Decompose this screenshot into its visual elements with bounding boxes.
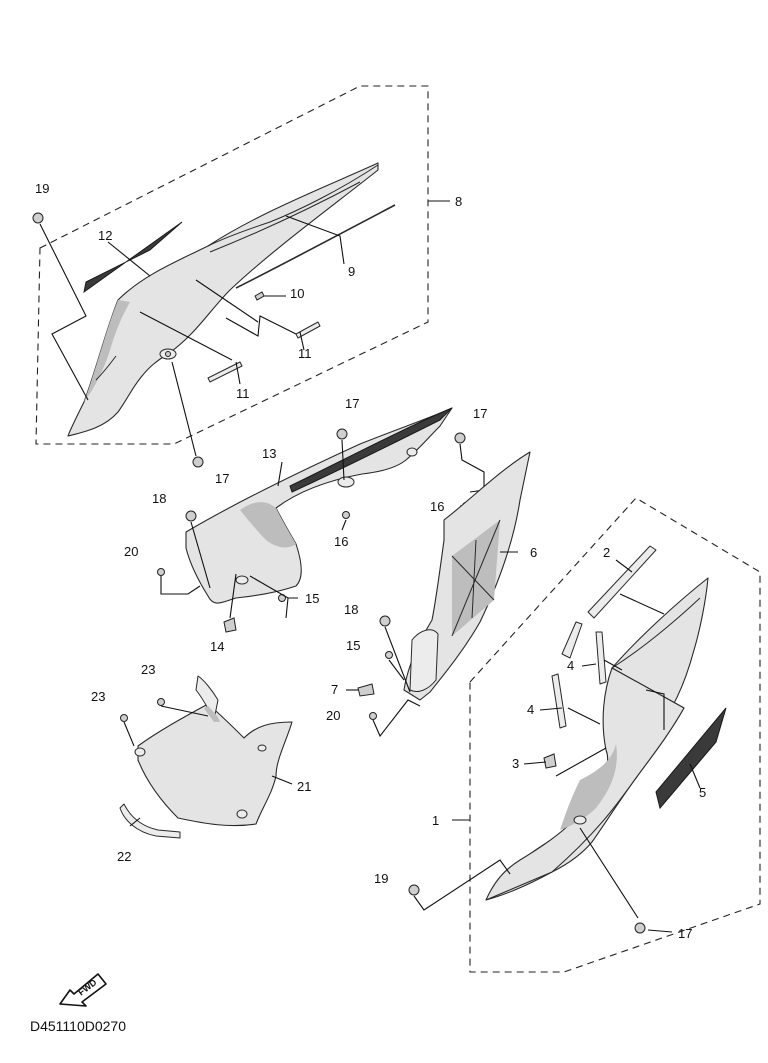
clip-2b bbox=[561, 621, 583, 659]
screw-18-a bbox=[185, 510, 197, 522]
callout-6: 6 bbox=[530, 545, 537, 560]
clip-11-lower bbox=[207, 361, 243, 383]
side-decal-12 bbox=[83, 221, 183, 294]
leader-lines-lower bbox=[123, 705, 293, 827]
upper-side-cowling bbox=[67, 162, 379, 437]
trim-strip-9 bbox=[235, 204, 396, 289]
callout-23-lower: 23 bbox=[91, 689, 105, 704]
callout-19-lower: 19 bbox=[374, 871, 388, 886]
clip-7 bbox=[357, 683, 375, 697]
screw-17-lower bbox=[634, 922, 646, 934]
screw-17-upper-group bbox=[192, 456, 204, 468]
strip-4b bbox=[551, 673, 567, 729]
callout-21: 21 bbox=[297, 779, 311, 794]
trim-2 bbox=[587, 545, 657, 619]
callout-15-frame: 15 bbox=[346, 638, 360, 653]
callout-16-middle: 16 bbox=[334, 534, 348, 549]
group-boundary-upper bbox=[35, 85, 429, 445]
callout-11-lower: 11 bbox=[236, 386, 250, 401]
callout-22: 22 bbox=[117, 849, 131, 864]
callout-3: 3 bbox=[512, 756, 519, 771]
screw-19-upper bbox=[32, 212, 44, 224]
callout-1: 1 bbox=[432, 813, 439, 828]
inner-frame-6 bbox=[403, 451, 531, 701]
screw-23-b bbox=[120, 714, 128, 722]
callout-13: 13 bbox=[262, 446, 276, 461]
screw-17-middle-b bbox=[454, 432, 466, 444]
screw-20-a bbox=[157, 568, 165, 576]
lower-side-cowling-1 bbox=[485, 577, 709, 901]
callout-11-upper: 11 bbox=[298, 346, 312, 361]
callout-17-middle-b: 17 bbox=[473, 406, 487, 421]
screw-20-b bbox=[369, 712, 377, 720]
nut-15-b bbox=[385, 651, 393, 659]
callout-7: 7 bbox=[331, 682, 338, 697]
callout-5: 5 bbox=[699, 785, 706, 800]
leader-lines-frame bbox=[346, 551, 518, 738]
callout-17-lower: 17 bbox=[678, 926, 692, 941]
callout-23-upper: 23 bbox=[141, 662, 155, 677]
callout-4-upper: 4 bbox=[567, 658, 574, 673]
callout-14: 14 bbox=[210, 639, 224, 654]
callout-20-middle: 20 bbox=[124, 544, 138, 559]
grommet-16-a bbox=[342, 511, 350, 519]
callout-10: 10 bbox=[290, 286, 304, 301]
callout-17-middle-a: 17 bbox=[345, 396, 359, 411]
seal-22 bbox=[119, 803, 181, 839]
clip-14 bbox=[223, 617, 237, 633]
decal-5 bbox=[655, 707, 727, 810]
callout-2: 2 bbox=[603, 545, 610, 560]
callout-18-frame: 18 bbox=[344, 602, 358, 617]
callout-20-frame: 20 bbox=[326, 708, 340, 723]
clip-3 bbox=[543, 753, 557, 769]
callout-17-upper-group: 17 bbox=[215, 471, 229, 486]
inner-panel-13 bbox=[185, 407, 453, 604]
group-boundary-lower bbox=[469, 497, 761, 973]
screw-17-middle-a bbox=[336, 428, 348, 440]
diagram-code: D451110D0270 bbox=[30, 1018, 127, 1034]
screw-19-lower bbox=[408, 884, 420, 896]
callout-18-middle: 18 bbox=[152, 491, 166, 506]
clip-11-upper bbox=[295, 321, 321, 339]
callout-16-frame: 16 bbox=[430, 499, 444, 514]
callout-4-lower: 4 bbox=[527, 702, 534, 717]
screw-18-b bbox=[379, 615, 391, 627]
screw-10 bbox=[254, 291, 265, 301]
strip-4a bbox=[595, 631, 607, 685]
callout-12: 12 bbox=[98, 228, 112, 243]
callout-15-middle: 15 bbox=[305, 591, 319, 606]
leader-lines-upper bbox=[39, 200, 450, 457]
fwd-arrow-icon: FWD bbox=[59, 973, 107, 1007]
callout-9: 9 bbox=[348, 264, 355, 279]
screw-23-a bbox=[157, 698, 165, 706]
lower-panel-21 bbox=[134, 675, 293, 827]
callout-19-upper: 19 bbox=[35, 181, 49, 196]
callout-8: 8 bbox=[455, 194, 462, 209]
leader-lines-lower-group bbox=[413, 559, 701, 933]
